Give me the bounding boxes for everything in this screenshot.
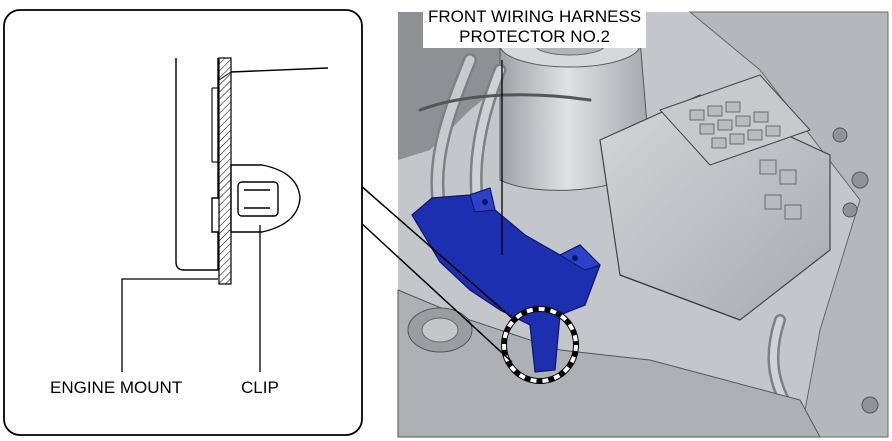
engine-mount-leader (121, 278, 218, 372)
detail-frame (3, 9, 363, 436)
harness-protector-label: FRONT WIRING HARNESS PROTECTOR NO.2 (423, 6, 647, 48)
clip-shape (230, 164, 301, 233)
callout-line-upper (359, 184, 513, 319)
clip-label: CLIP (241, 378, 279, 397)
harness-protector-label-line1: FRONT WIRING HARNESS (428, 7, 642, 26)
relay-box (599, 74, 831, 321)
harness-protector-label-line2: PROTECTOR NO.2 (459, 27, 610, 46)
fender-panel (688, 11, 889, 438)
hatched-panel (218, 57, 232, 285)
engine-bay-illustration (397, 11, 889, 438)
engine-mount-shape (175, 58, 219, 271)
detail-view (3, 9, 513, 436)
callout-line-lower (359, 221, 513, 363)
lower-frame (397, 289, 821, 438)
engine-mount-label: ENGINE MOUNT (50, 378, 183, 397)
